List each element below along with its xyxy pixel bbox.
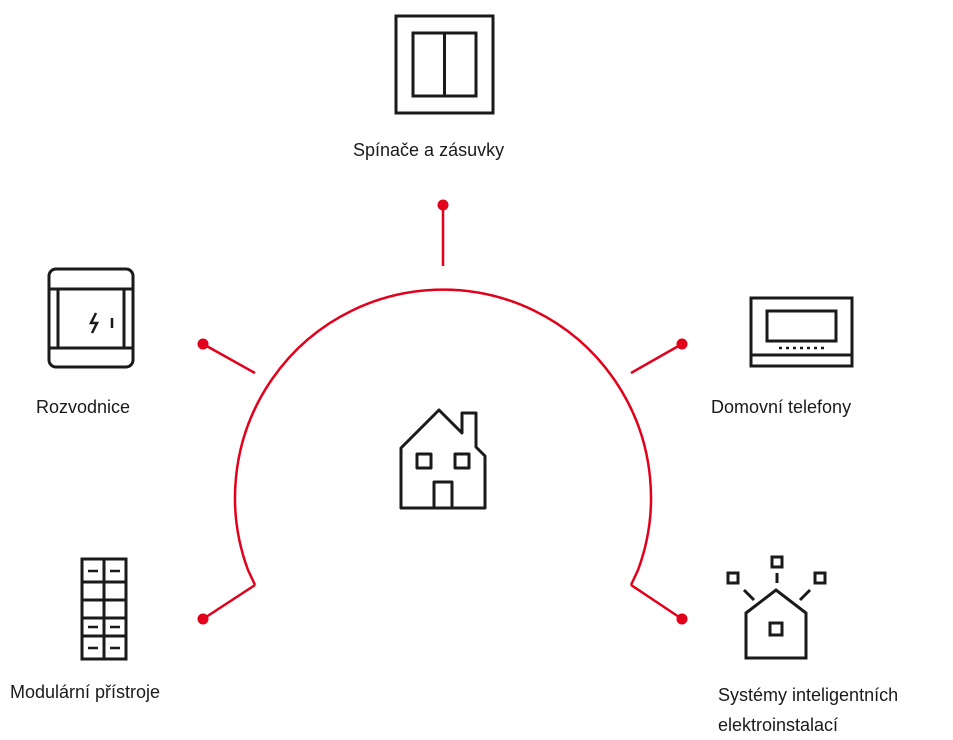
connector-top [437, 199, 449, 266]
connector-left2 [197, 583, 256, 625]
label-smart-home-line1: Systémy inteligentních [718, 685, 899, 705]
label-smart-home-systems: Systémy inteligentních elektroinstalací [718, 680, 898, 740]
modular-devices-icon [80, 557, 128, 661]
smart-home-icon [726, 555, 827, 660]
connector-right1 [630, 338, 688, 375]
house-icon [399, 408, 487, 510]
arc-connector [233, 288, 653, 586]
label-distribution-boards: Rozvodnice [36, 397, 131, 417]
connector-right2 [630, 583, 688, 625]
label-switches-sockets: Spínače a zásuvky [353, 140, 505, 160]
door-entry-phone-icon [749, 296, 854, 368]
connector-left1 [197, 338, 256, 375]
label-smart-home-line2: elektroinstalací [718, 715, 839, 735]
switch-icon [394, 14, 495, 115]
label-door-entry-phones: Domovní telefony [711, 397, 852, 417]
distribution-board-icon [47, 267, 135, 369]
label-modular-devices: Modulární přístroje [10, 682, 161, 702]
